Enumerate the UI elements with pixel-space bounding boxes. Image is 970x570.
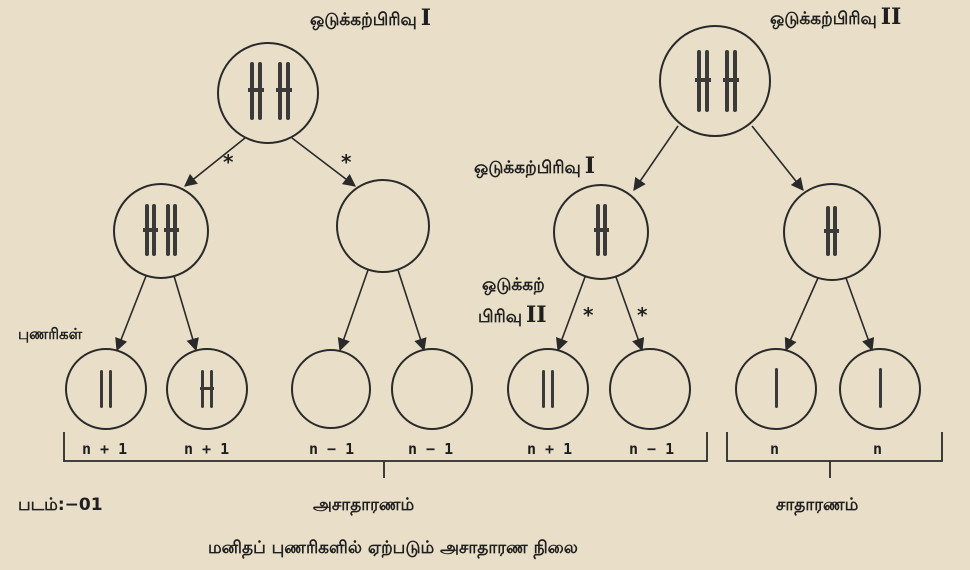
daughter-cell-left-b xyxy=(336,179,430,273)
normal-label: சாதாரணம் xyxy=(776,495,859,515)
nondisjunction-marker: * xyxy=(223,150,234,174)
meiosis-1-title-left: ஒடுக்கற்பிரிவுI xyxy=(310,5,432,31)
nondisjunction-marker: * xyxy=(341,150,352,174)
nondisjunction-marker: * xyxy=(637,303,648,327)
gamete-cell-5 xyxy=(507,348,589,430)
chromosome-pair-parent-right xyxy=(695,50,739,112)
arrow xyxy=(555,276,586,352)
meiosis-2-label-line1: ஒடுக்கற் xyxy=(482,275,545,295)
gamete-count-5: n + 1 xyxy=(527,440,573,458)
arrow xyxy=(845,277,875,352)
arrow xyxy=(291,137,357,187)
arrow xyxy=(173,275,199,352)
chromosomes-gamete-5 xyxy=(542,370,554,408)
daughter-cell-right-b xyxy=(783,183,881,281)
arrow xyxy=(397,269,427,352)
gamete-cell-4 xyxy=(391,348,473,430)
gamete-cell-8 xyxy=(839,348,921,430)
gamete-count-1: n + 1 xyxy=(82,440,128,458)
gamete-cell-2 xyxy=(166,348,248,430)
normal-bracket xyxy=(726,432,943,462)
arrow xyxy=(184,137,246,187)
arrow xyxy=(115,275,147,352)
gamete-count-2: n + 1 xyxy=(184,440,230,458)
gametes-label: புணரிகள் xyxy=(18,325,83,343)
chromosome-gamete-8 xyxy=(879,368,882,408)
meiosis-2-title-right: ஒடுக்கற்பிரிவுII xyxy=(770,4,902,30)
chromosome-gamete-7 xyxy=(775,368,778,408)
gamete-count-7: n xyxy=(770,440,780,458)
arrow xyxy=(633,125,679,192)
daughter-cell-left-a xyxy=(113,183,209,279)
chromosome-daughter-right-b xyxy=(824,206,839,256)
meiosis-2-label-line2: பிரிவுII xyxy=(478,302,547,328)
chromosomes-gamete-1 xyxy=(100,370,112,408)
chromosome-daughter-right-a xyxy=(594,204,609,256)
gamete-count-3: n − 1 xyxy=(309,440,355,458)
gamete-cell-1 xyxy=(65,348,147,430)
daughter-cell-right-a xyxy=(553,184,649,280)
nondisjunction-marker: * xyxy=(583,303,594,327)
figure-caption: மனிதப் புணரிகளில் ஏற்படும் அசாதாரண நிலை xyxy=(208,538,578,558)
arrow xyxy=(784,277,819,352)
gamete-count-8: n xyxy=(873,440,883,458)
gamete-cell-3 xyxy=(291,349,371,429)
meiosis-1-title-mid: ஒடுக்கற்பிரிவுI xyxy=(474,153,596,179)
figure-number: படம்:−01 xyxy=(18,495,103,515)
arrow xyxy=(337,269,369,352)
gamete-count-6: n − 1 xyxy=(629,440,675,458)
chromosomes-gamete-2 xyxy=(200,370,214,408)
parent-cell-left xyxy=(217,42,319,144)
arrow xyxy=(615,276,645,352)
gamete-cell-7 xyxy=(735,348,817,430)
abnormal-bracket xyxy=(63,432,708,462)
chromosome-pair-daughter-left-a xyxy=(143,204,179,256)
arrow xyxy=(751,125,804,192)
gamete-cell-6 xyxy=(609,348,691,430)
parent-cell-right xyxy=(659,25,771,137)
abnormal-label: அசாதாரணம் xyxy=(313,495,415,515)
gamete-count-4: n − 1 xyxy=(408,440,454,458)
chromosome-pair-parent-left xyxy=(248,62,292,120)
